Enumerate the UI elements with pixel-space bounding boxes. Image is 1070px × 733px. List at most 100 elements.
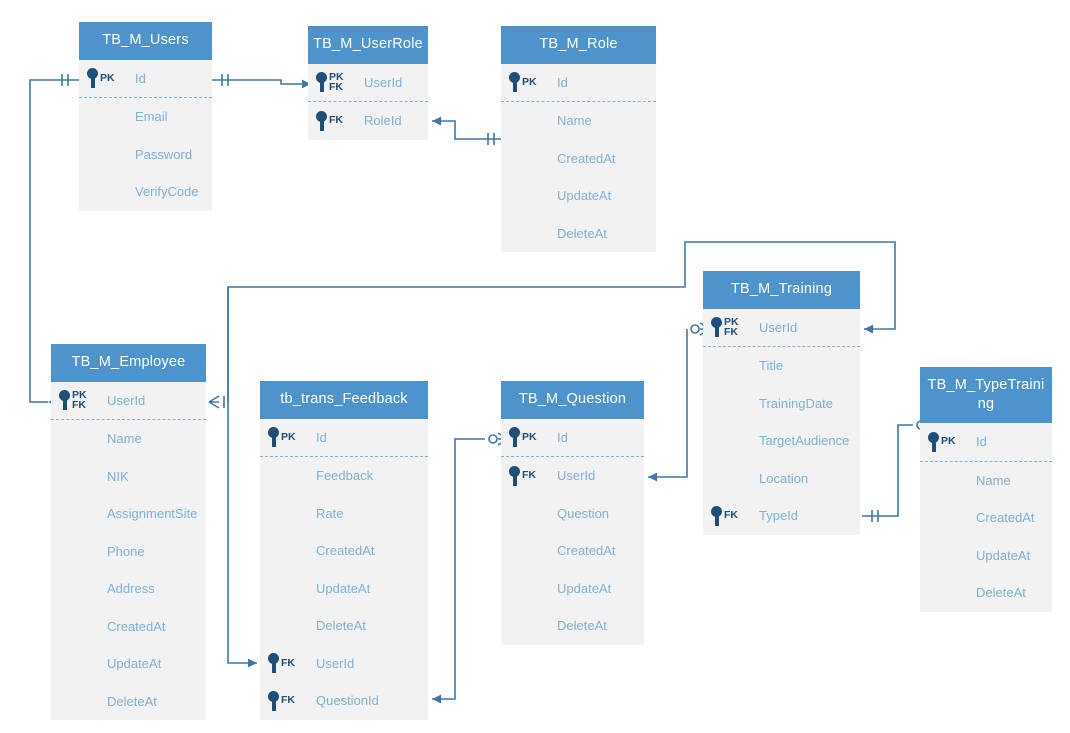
key-pk-icon: PK bbox=[928, 431, 956, 453]
key-label: PK bbox=[941, 435, 956, 448]
field-row[interactable]: Rate bbox=[260, 495, 428, 533]
field-key-slot bbox=[59, 458, 101, 496]
field-row[interactable]: Email bbox=[79, 98, 212, 136]
key-label: FK bbox=[522, 469, 536, 482]
field-row[interactable]: UpdateAt bbox=[260, 570, 428, 608]
field-row[interactable]: CreatedAt bbox=[920, 499, 1052, 537]
field-name: UpdateAt bbox=[107, 656, 162, 672]
tick-role-left bbox=[487, 133, 495, 145]
field-key-slot: PK bbox=[87, 60, 129, 98]
key-fk-icon: FK bbox=[268, 690, 295, 712]
field-row[interactable]: CreatedAt bbox=[260, 532, 428, 570]
field-row[interactable]: Phone bbox=[51, 533, 206, 571]
field-key-slot bbox=[509, 570, 551, 608]
field-row[interactable]: DeleteAt bbox=[920, 574, 1052, 612]
key-icon bbox=[928, 431, 940, 453]
field-row[interactable]: TargetAudience bbox=[703, 422, 860, 460]
field-row[interactable]: UpdateAt bbox=[501, 177, 656, 215]
field-row[interactable]: UpdateAt bbox=[51, 645, 206, 683]
field-key-slot bbox=[509, 215, 551, 253]
connector-question-feedback bbox=[432, 438, 485, 700]
field-name: TargetAudience bbox=[759, 433, 850, 449]
field-key-slot bbox=[59, 533, 101, 571]
field-row[interactable]: DeleteAt bbox=[501, 215, 656, 253]
field-name: CreatedAt bbox=[316, 543, 375, 559]
field-name: Id bbox=[135, 70, 146, 86]
field-row[interactable]: PK Id bbox=[260, 419, 428, 458]
arrow-training-userid bbox=[864, 324, 873, 334]
field-name: DeleteAt bbox=[557, 225, 607, 241]
key-fk-icon: FK bbox=[316, 110, 343, 132]
field-row[interactable]: Question bbox=[501, 495, 644, 533]
field-row[interactable]: CreatedAt bbox=[501, 140, 656, 178]
key-label: FK bbox=[281, 656, 295, 669]
field-row[interactable]: Title bbox=[703, 347, 860, 385]
field-row[interactable]: DeleteAt bbox=[501, 607, 644, 645]
arrow-userrole-roleid bbox=[432, 116, 441, 126]
field-row[interactable]: CreatedAt bbox=[51, 608, 206, 646]
field-name: TrainingDate bbox=[759, 395, 833, 411]
field-key-slot: PK bbox=[268, 419, 310, 457]
field-row[interactable]: DeleteAt bbox=[260, 607, 428, 645]
field-row[interactable]: Address bbox=[51, 570, 206, 608]
field-name: CreatedAt bbox=[107, 618, 166, 634]
field-row[interactable]: TrainingDate bbox=[703, 385, 860, 423]
field-row[interactable]: UpdateAt bbox=[501, 570, 644, 608]
field-name: Address bbox=[107, 581, 155, 597]
key-icon bbox=[711, 316, 723, 338]
field-row[interactable]: VerifyCode bbox=[79, 173, 212, 211]
field-row[interactable]: Password bbox=[79, 136, 212, 174]
field-key-slot bbox=[268, 457, 310, 495]
field-name: DeleteAt bbox=[976, 585, 1026, 601]
field-row[interactable]: UpdateAt bbox=[920, 537, 1052, 575]
field-name: DeleteAt bbox=[557, 618, 607, 634]
field-row[interactable]: Name bbox=[501, 102, 656, 140]
field-row[interactable]: FK QuestionId bbox=[260, 682, 428, 720]
field-row[interactable]: PK Id bbox=[79, 60, 212, 99]
field-row[interactable]: Feedback bbox=[260, 457, 428, 495]
field-row[interactable]: DeleteAt bbox=[51, 683, 206, 721]
field-row[interactable]: Name bbox=[51, 420, 206, 458]
field-row[interactable]: Location bbox=[703, 460, 860, 498]
field-key-slot bbox=[509, 532, 551, 570]
tick-users-right bbox=[221, 74, 229, 86]
field-row[interactable]: AssignmentSite bbox=[51, 495, 206, 533]
field-row[interactable]: CreatedAt bbox=[501, 532, 644, 570]
connector-training-question bbox=[648, 329, 688, 478]
field-name: QuestionId bbox=[316, 693, 379, 709]
field-name: Id bbox=[316, 429, 327, 445]
field-key-slot bbox=[59, 683, 101, 721]
field-name: RoleId bbox=[364, 113, 402, 129]
field-row[interactable]: NIK bbox=[51, 458, 206, 496]
entity-title: TB_M_Role bbox=[501, 26, 656, 64]
field-key-slot bbox=[928, 537, 970, 575]
field-row[interactable]: Name bbox=[920, 462, 1052, 500]
field-name: Question bbox=[557, 505, 610, 521]
field-name: NIK bbox=[107, 468, 129, 484]
field-row[interactable]: FK RoleId bbox=[308, 102, 428, 140]
